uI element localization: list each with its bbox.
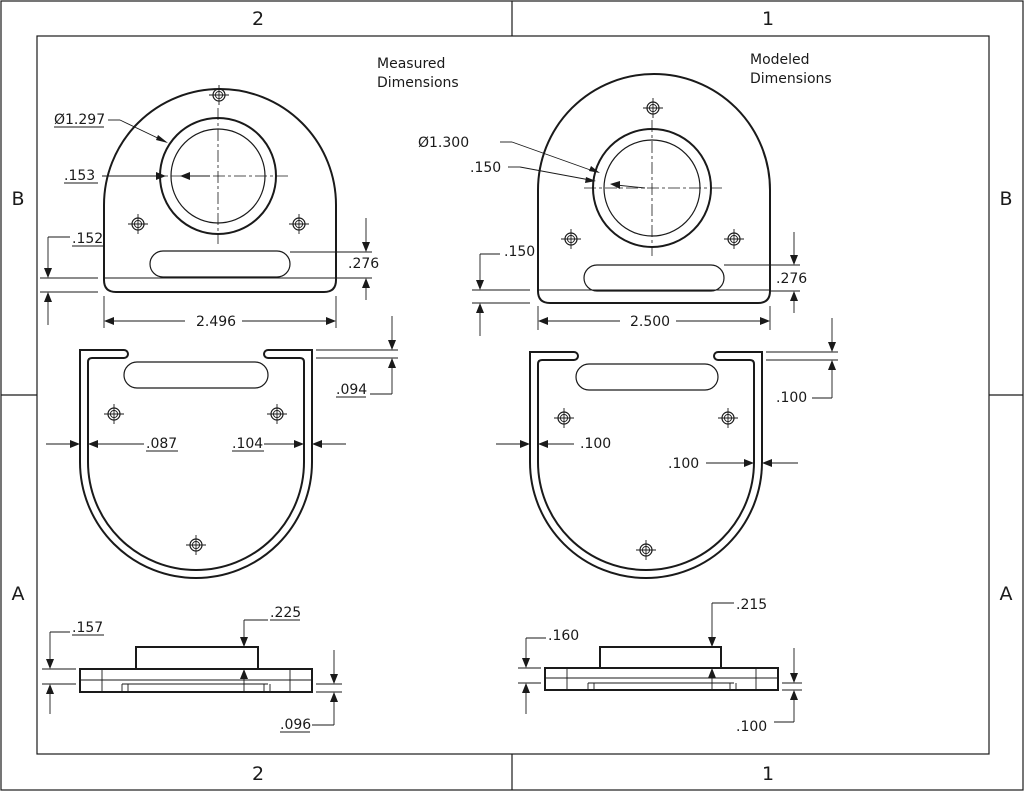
measured-note-line2: Dimensions xyxy=(377,75,459,91)
measured-width: 2.496 xyxy=(196,314,236,330)
modeled-top-dims xyxy=(472,141,800,336)
measured-side-thk: .157 xyxy=(72,620,103,636)
modeled-width: 2.500 xyxy=(630,314,670,330)
modeled-offset: .150 xyxy=(470,160,501,176)
measured-top-dims xyxy=(40,119,372,328)
modeled-bottom-thk: .100 xyxy=(736,719,767,735)
zone-label-bottom-1: 1 xyxy=(762,763,774,785)
zone-label-right-b: B xyxy=(999,188,1012,210)
zone-label-top-1: 1 xyxy=(762,8,774,30)
measured-note-line1: Measured xyxy=(377,56,445,72)
measured-wall-left: .087 xyxy=(146,436,177,452)
measured-flange: .094 xyxy=(336,382,367,398)
measured-top-view xyxy=(103,84,337,293)
zone-label-top-2: 2 xyxy=(252,8,264,30)
measured-bottom-dims xyxy=(46,316,398,448)
modeled-side-thk: .160 xyxy=(548,628,579,644)
measured-bottom-view xyxy=(79,349,313,579)
modeled-flange: .100 xyxy=(776,390,807,406)
measured-hole-dia: Ø1.297 xyxy=(54,112,105,128)
modeled-side-view xyxy=(544,646,779,691)
zone-label-right-a: A xyxy=(1000,583,1013,605)
measured-side-view xyxy=(79,646,313,693)
modeled-wall-left: .100 xyxy=(580,436,611,452)
measured-boss-h: .225 xyxy=(270,605,301,621)
zone-label-left-b: B xyxy=(11,188,24,210)
measured-side-dims xyxy=(42,619,342,726)
measured-bottom-thk: .096 xyxy=(280,717,311,733)
modeled-side-dims xyxy=(518,602,802,723)
measured-offset: .153 xyxy=(64,168,95,184)
modeled-note-line2: Dimensions xyxy=(750,71,832,87)
modeled-slot-h: .276 xyxy=(776,271,807,287)
modeled-top-view xyxy=(537,73,771,304)
measured-wall-right: .104 xyxy=(232,436,263,452)
measured-base-thk: .152 xyxy=(72,231,103,247)
modeled-wall-right: .100 xyxy=(668,456,699,472)
zone-label-bottom-2: 2 xyxy=(252,763,264,785)
modeled-bottom-dims xyxy=(496,318,838,467)
modeled-boss-h: .215 xyxy=(736,597,767,613)
modeled-bottom-view xyxy=(529,351,763,579)
measured-slot-h: .276 xyxy=(348,256,379,272)
modeled-hole-dia: Ø1.300 xyxy=(418,135,469,151)
zone-label-left-a: A xyxy=(12,583,25,605)
modeled-note-line1: Modeled xyxy=(750,52,810,68)
modeled-base-thk: .150 xyxy=(504,244,535,260)
